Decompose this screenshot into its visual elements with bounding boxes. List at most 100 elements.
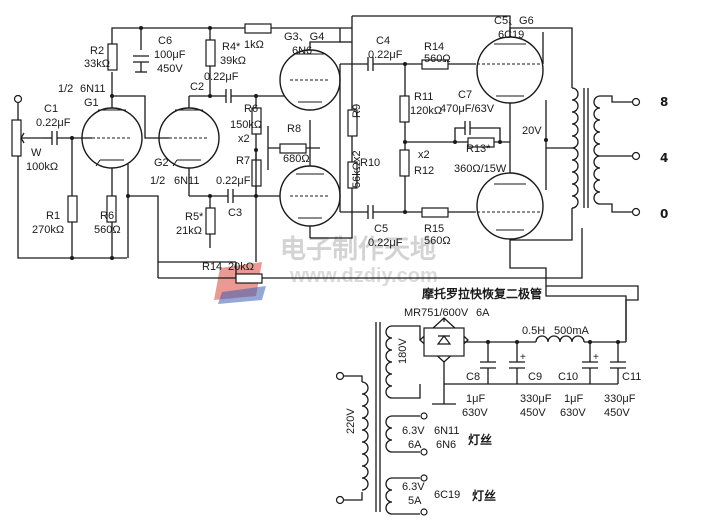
- choke-value: 0.5H: [522, 325, 545, 337]
- fil2-label: 灯丝: [472, 488, 496, 503]
- resistor-r14-feedback: [235, 273, 263, 284]
- c9-label: C9: [528, 371, 542, 383]
- resistor-r15: [421, 207, 449, 218]
- resistor-r5: [205, 207, 216, 235]
- r5-value: 21kΩ: [176, 225, 202, 237]
- resistor-r12: [399, 149, 410, 177]
- fil2-tube: 6C19: [434, 489, 460, 501]
- fil1-tube-2: 6N6: [436, 439, 456, 451]
- g1-cathode-network: R6 560Ω: [94, 184, 236, 263]
- g56-label: C5、G6: [494, 15, 534, 27]
- g2-cathode-network: R5* 21kΩ C3 0.22μF: [176, 175, 256, 248]
- c11-label: C11: [622, 371, 641, 383]
- r11-x2: x2: [418, 149, 430, 161]
- c3-value: 0.22μF: [216, 175, 251, 187]
- output-terminal-8: [631, 97, 641, 107]
- g1-type: 6N11: [80, 83, 105, 95]
- fil1-voltage: 6.3V: [402, 425, 425, 437]
- tube-g2: G2 1/2 6N11: [144, 96, 220, 196]
- r13-label: R13*: [466, 143, 491, 155]
- c4-value: 0.22μF: [368, 49, 403, 61]
- hv-secondary-winding: [385, 325, 393, 399]
- c10-value-2: 630V: [560, 407, 586, 419]
- c4-label: C4: [376, 35, 390, 47]
- fil1-current: 6A: [408, 439, 422, 451]
- r6-cathode-value: 560Ω: [94, 224, 121, 236]
- c6-value-1: 100μF: [154, 49, 186, 61]
- c3-label: C3: [228, 207, 242, 219]
- w-value: 100kΩ: [26, 161, 58, 173]
- resistor-r8: [279, 143, 307, 154]
- r15-label: R15: [424, 223, 444, 235]
- tube-g4: [279, 165, 341, 238]
- r8-label: R8: [287, 123, 301, 135]
- tube-g3: G3、G4 6N6: [279, 28, 341, 111]
- power-supply: 摩托罗拉快恢复二极管 MR751/600V 6A 220V 180V +: [335, 285, 641, 516]
- c7-value: 470μF/63V: [440, 103, 495, 115]
- c8-value-2: 630V: [462, 407, 488, 419]
- output-terminal-0: [631, 207, 641, 217]
- resistor-1k: [244, 23, 272, 34]
- diode-symbol: [436, 335, 452, 345]
- driver-cathode-network: R8 680Ω: [267, 120, 320, 176]
- fil1-tube-1: 6N11: [434, 425, 459, 437]
- r9-label: R9: [351, 104, 363, 118]
- tube-g5: C5、G6 6C19: [352, 15, 544, 104]
- input-section: C1 0.22μF W 100kΩ R1 270kΩ: [11, 94, 127, 260]
- c2-value: 0.22μF: [204, 71, 239, 83]
- watermark-text: 电子制作天地: [280, 235, 436, 265]
- r14-feedback-label: R14: [202, 261, 222, 273]
- svg-text:+: +: [520, 352, 526, 363]
- tube-g1: G1 1/2 6N11: [58, 83, 143, 258]
- fil1-label: 灯丝: [468, 432, 492, 447]
- r2-value: 33kΩ: [84, 58, 110, 70]
- filament-winding-1: [385, 415, 393, 453]
- output-label-8: 8: [660, 95, 668, 109]
- g2-plate-network: R4* 39kΩ C2 0.22μF: [189, 26, 256, 103]
- r6-grid-value: 150kΩ: [230, 119, 262, 131]
- volume-pot-w: [11, 119, 22, 157]
- bias-network: R11 120kΩ x2 R12 C7 470μF/63V R13* 360Ω/…: [399, 62, 511, 214]
- mains-terminal-bottom: [335, 495, 345, 505]
- g56-type: 6C19: [498, 29, 524, 41]
- c9-value-1: 330μF: [520, 393, 552, 405]
- svg-text:+: +: [593, 352, 599, 363]
- r8-value: 680Ω: [283, 153, 310, 165]
- w-label: W: [31, 147, 42, 159]
- watermark: 电子制作天地 www.dzdiy.com: [214, 235, 438, 304]
- c11-value-2: 450V: [604, 407, 630, 419]
- c6-value-2: 450V: [157, 63, 183, 75]
- r5-label: R5*: [185, 211, 204, 223]
- g34-label: G3、G4: [284, 31, 324, 43]
- output-terminal-4: [631, 151, 641, 161]
- g2-half: 1/2: [150, 175, 165, 187]
- r1-value: 270kΩ: [32, 224, 64, 236]
- diode-part: MR751/600V: [404, 307, 469, 319]
- c5-value: 0.22μF: [368, 237, 403, 249]
- g2-label: G2: [154, 157, 169, 169]
- mains-terminal-top: [335, 371, 345, 381]
- r6-cathode-label: R6: [100, 210, 114, 222]
- choke-current: 500mA: [554, 325, 590, 337]
- fil2-voltage: 6.3V: [402, 481, 425, 493]
- r7-label: R7: [236, 155, 250, 167]
- r1k-value: 1kΩ: [244, 39, 264, 51]
- primary-winding: [571, 87, 579, 209]
- g34-type: 6N6: [292, 45, 312, 57]
- r15-value: 560Ω: [424, 235, 451, 247]
- choke-inductor: [535, 335, 585, 343]
- r2-label: R2: [90, 45, 104, 57]
- c1-value: 0.22μF: [36, 117, 71, 129]
- c1-label: C1: [44, 103, 58, 115]
- r14-grid-value: 560Ω: [424, 53, 451, 65]
- secondary-winding: [593, 95, 601, 205]
- resistor-r11: [399, 95, 410, 123]
- resistor-r4: [205, 39, 216, 67]
- v180-label: 180V: [397, 338, 409, 364]
- c9-value-2: 450V: [520, 407, 546, 419]
- r14-grid-label: R14: [424, 41, 444, 53]
- feedback-network: R14 20kΩ: [157, 228, 583, 284]
- tube-g6: [476, 172, 627, 340]
- c10-value-1: 1μF: [564, 393, 583, 405]
